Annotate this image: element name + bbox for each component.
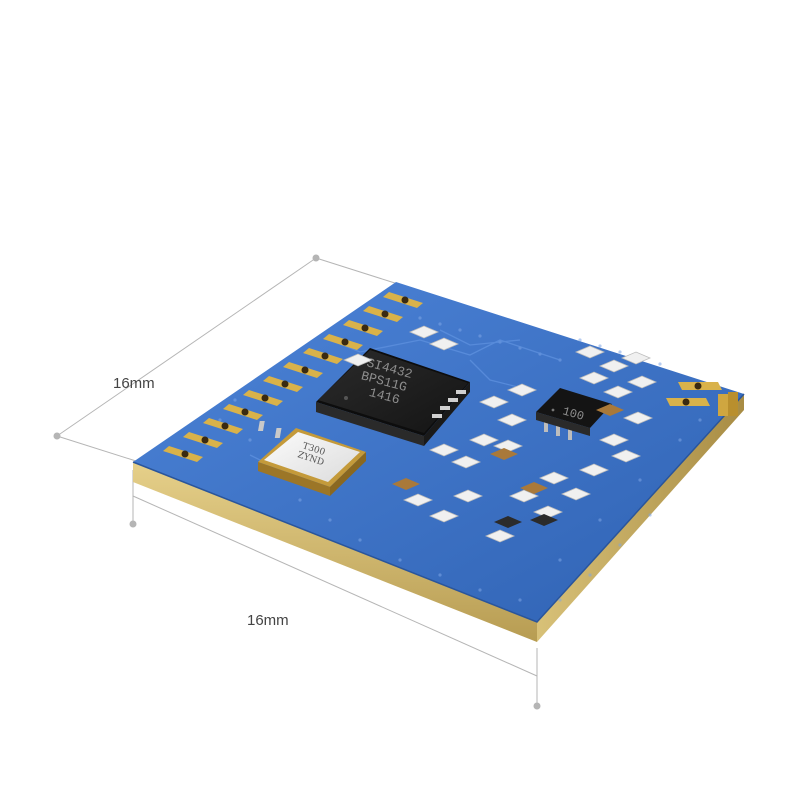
passive-components bbox=[342, 325, 658, 543]
crystal-oscillator: T300 ZYND bbox=[258, 428, 366, 496]
dimension-label-left: 16mm bbox=[113, 375, 155, 392]
board-right-edge bbox=[537, 394, 744, 642]
rf-module-board: SI4432 BPS11G 1416 T300 ZYND bbox=[132, 282, 745, 642]
small-ic: 100 bbox=[536, 388, 612, 440]
dimension-label-bottom: 16mm bbox=[247, 612, 289, 629]
board-front-edge bbox=[133, 462, 537, 642]
left-edge-pads bbox=[163, 292, 423, 462]
dimension-lines bbox=[53, 254, 541, 710]
small-ic-label: 100 bbox=[561, 404, 586, 423]
right-edge-pads bbox=[666, 382, 738, 416]
